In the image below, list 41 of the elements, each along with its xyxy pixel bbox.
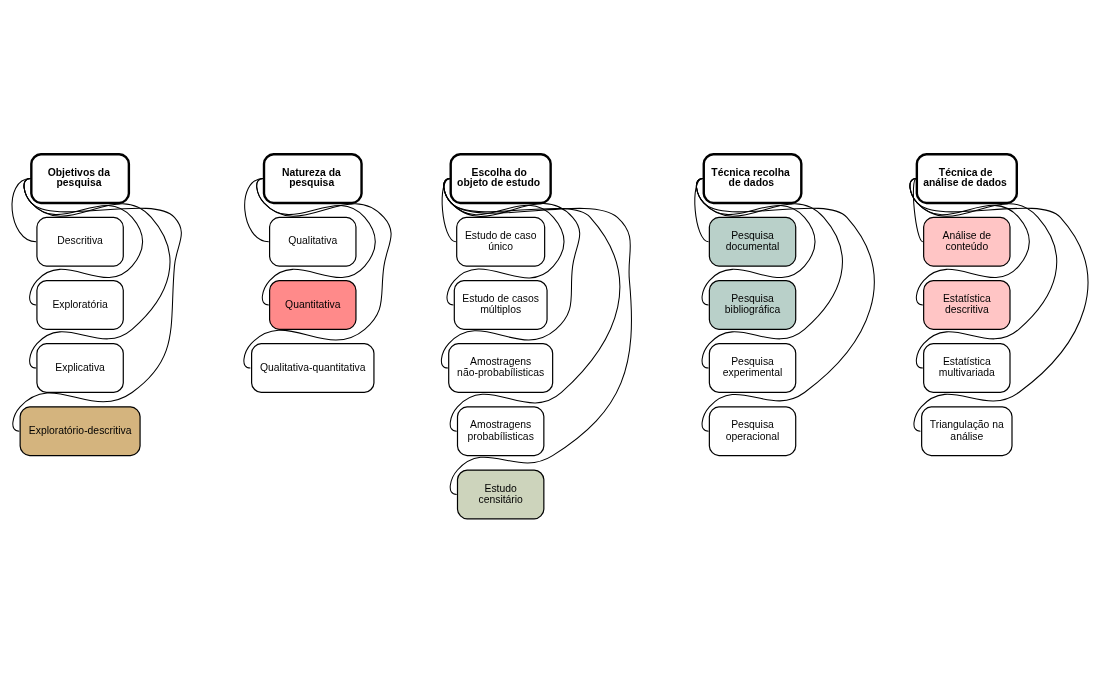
node-box: Pesquisa operacional [708, 406, 797, 457]
node-box: Estatística descritiva [923, 279, 1011, 330]
connector [440, 178, 581, 369]
node-box: Pesquisa documental [708, 216, 797, 267]
node-box: Exploratório-descritiva [19, 406, 141, 457]
node-box: Análise de conteúdo [923, 216, 1011, 267]
node-box: Exploratória [36, 279, 124, 330]
connector [694, 178, 710, 243]
node-box: Técnica de análise de dados [915, 153, 1018, 205]
connector [695, 178, 816, 306]
connector [912, 178, 924, 243]
node-box: Qualitativa-quantitativa [251, 343, 375, 394]
node-box: Objetivos da pesquisa [30, 153, 131, 205]
connector [243, 178, 392, 369]
connector [11, 178, 37, 243]
connector [909, 178, 1089, 432]
connector [244, 178, 270, 243]
node-box: Estudo censitário [456, 469, 545, 520]
node-box: Pesquisa bibliográfica [708, 279, 797, 330]
connector [909, 178, 1058, 369]
node-box: Natureza da pesquisa [262, 153, 363, 205]
node-box: Estudo de casos múltiplos [453, 279, 548, 330]
connector [695, 178, 875, 432]
node-box: Estudo de caso único [456, 216, 546, 267]
connector [441, 178, 457, 243]
connector [695, 178, 843, 369]
connector [443, 178, 621, 432]
node-box: Escolha do objeto de estudo [449, 153, 552, 205]
node-box: Pesquisa experimental [708, 343, 797, 394]
connector [12, 178, 182, 432]
node-box: Quantitativa [269, 279, 357, 330]
node-box: Qualitativa [269, 216, 357, 267]
node-box: Técnica recolha de dados [702, 153, 803, 205]
node-box: Estatística multivariada [923, 343, 1011, 394]
connector [443, 178, 565, 306]
node-box: Triangulação na análise [921, 406, 1013, 457]
node-box: Descritiva [36, 216, 124, 267]
node-box: Amostragens probabílisticas [456, 406, 545, 457]
node-box: Explicativa [36, 343, 124, 394]
connector [443, 178, 632, 495]
node-box: Amostragens não-probabílisticas [448, 343, 554, 394]
